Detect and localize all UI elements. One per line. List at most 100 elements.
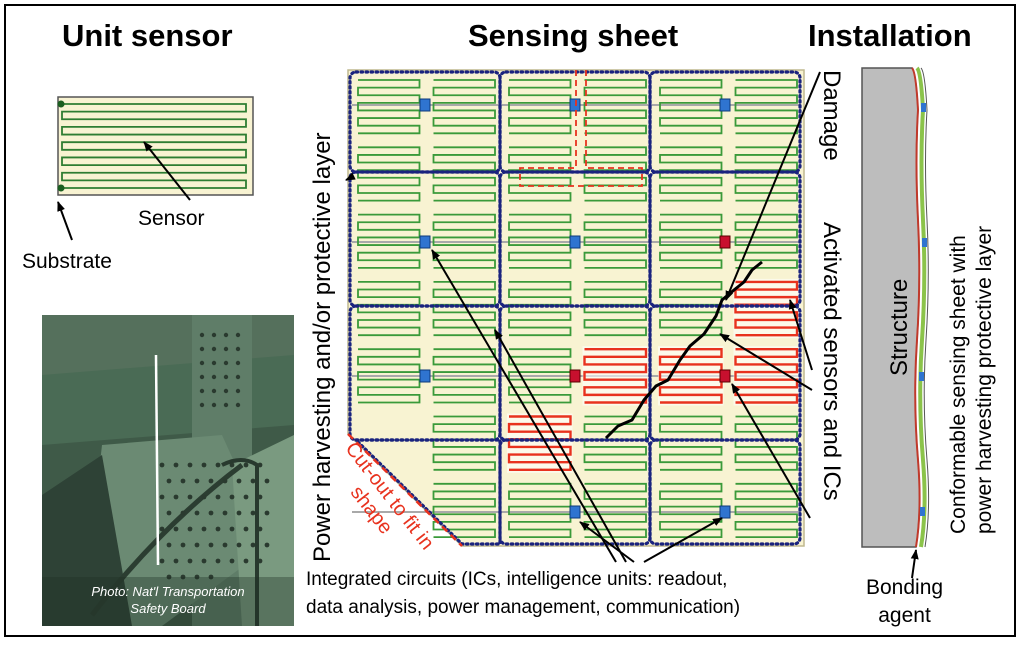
activated-arrow-2 (719, 333, 813, 391)
unit-sensor-substrate (57, 96, 254, 196)
damage-label: Damage (818, 70, 845, 161)
sensor-arrow (143, 141, 191, 201)
unit-sensor-diagram (57, 96, 254, 241)
title-unit-sensor: Unit sensor (62, 18, 233, 53)
title-installation: Installation (808, 18, 972, 53)
sensor-cell (357, 348, 421, 404)
photo-credit-line2: Safety Board (130, 601, 206, 616)
photo-credit-line1: Photo: Nat'l Transportation (91, 584, 245, 599)
sensor-cell (508, 146, 572, 202)
sensor-cell (583, 281, 647, 337)
ic-arrow-right (731, 383, 811, 519)
ic-unit (419, 369, 431, 383)
photo-sensor-line (154, 354, 160, 566)
cutout-edge (347, 433, 463, 547)
annotation-arrows (345, 71, 821, 563)
ic-arrow-2 (494, 329, 627, 563)
damage-crack (604, 260, 763, 440)
sensor-cell (432, 348, 496, 404)
integrated-circuits (419, 98, 731, 519)
ic-unit (569, 235, 581, 249)
sensor-cell (357, 213, 421, 269)
sensor-cell (659, 482, 723, 538)
ic-activated (719, 235, 731, 249)
conformable-line1: Conformable sensing sheet with (947, 235, 970, 534)
sensor-cell (508, 482, 572, 538)
layer-arrow (345, 172, 356, 181)
ic-unit (719, 505, 731, 519)
sensor-cell (508, 348, 572, 404)
sensor-cell (659, 146, 723, 202)
ic-arrow-3 (579, 521, 635, 563)
bonding-line2: agent (878, 604, 931, 627)
install-ic-4 (920, 507, 925, 516)
sensor-label: Sensor (138, 207, 205, 230)
install-ic-3 (919, 372, 924, 381)
photo-credit: Photo: Nat'l Transportation Safety Board (42, 583, 294, 617)
activated-sensor (583, 348, 648, 404)
cutout-slot (519, 70, 643, 187)
activated-sensor (507, 415, 572, 471)
sensor-cell (734, 79, 798, 135)
install-ic-1 (921, 103, 926, 112)
structure-label: Structure (886, 278, 913, 376)
ic-activated (719, 369, 731, 383)
protective-block-corner (354, 438, 502, 546)
sensor-cell (432, 213, 496, 269)
ic-arrow-4 (643, 517, 723, 563)
ics-caption: Integrated circuits (ICs, intelligence u… (306, 566, 740, 622)
ic-unit (419, 98, 431, 112)
substrate-label: Substrate (22, 250, 112, 273)
ic-unit (419, 235, 431, 249)
activated-sensor (658, 348, 723, 404)
install-ic-2 (922, 238, 927, 247)
sensor-cell (659, 415, 723, 471)
sensor-cell (432, 281, 496, 337)
sensor-cell (432, 482, 496, 538)
sheet-background (347, 69, 805, 547)
sensor-cell (734, 146, 798, 202)
bridge-photo-drawing (42, 315, 294, 626)
sensor-cell (734, 482, 798, 538)
sensor-cell (734, 213, 798, 269)
ic-activated (569, 369, 581, 383)
sensor-cell (583, 213, 647, 269)
substrate-arrow (57, 201, 73, 241)
sensor-cell (583, 415, 647, 471)
protective-block (648, 438, 802, 546)
activated-label: Activated sensors and ICs (818, 222, 845, 501)
bonding-arrow (910, 549, 919, 579)
sensor-terminal-top (57, 100, 65, 108)
protective-layer-edge (920, 67, 930, 548)
activated-sensor (734, 348, 799, 404)
protective-layer-boundaries (348, 70, 802, 546)
bonding-agent-layer (911, 67, 921, 548)
sensor-cell (583, 79, 647, 135)
sensor-cell (432, 146, 496, 202)
sensor-cell (508, 79, 572, 135)
sensor-cell (508, 213, 572, 269)
sensor-terminal-bottom (57, 184, 65, 192)
unit-sensor-serpentine (61, 103, 247, 189)
activated-sensor (734, 280, 799, 337)
sensor-cell (734, 415, 798, 471)
installation-diagram (861, 66, 930, 579)
bonding-agent-label: Bonding agent (866, 574, 943, 630)
activated-arrow-1 (788, 299, 813, 371)
ic-unit (569, 505, 581, 519)
figure-frame (4, 4, 1016, 637)
bridge-photo: Photo: Nat'l Transportation Safety Board (42, 315, 294, 626)
ics-caption-line1: Integrated circuits (ICs, intelligence u… (306, 569, 728, 590)
sensor-cell (508, 281, 572, 337)
sensor-cell (432, 415, 496, 471)
ic-unit (719, 98, 731, 112)
ic-arrow-1 (431, 249, 617, 563)
title-sensing-sheet: Sensing sheet (468, 18, 679, 53)
conformable-line2: power harvesting protective layer (973, 225, 996, 534)
bonding-line1: Bonding (866, 576, 944, 599)
sensor-cell (357, 79, 421, 135)
conformable-label: Conformable sensing sheet with power har… (946, 226, 998, 534)
power-harvesting-label: Power harvesting and/or protective layer (309, 132, 336, 562)
sensor-cell (659, 79, 723, 135)
